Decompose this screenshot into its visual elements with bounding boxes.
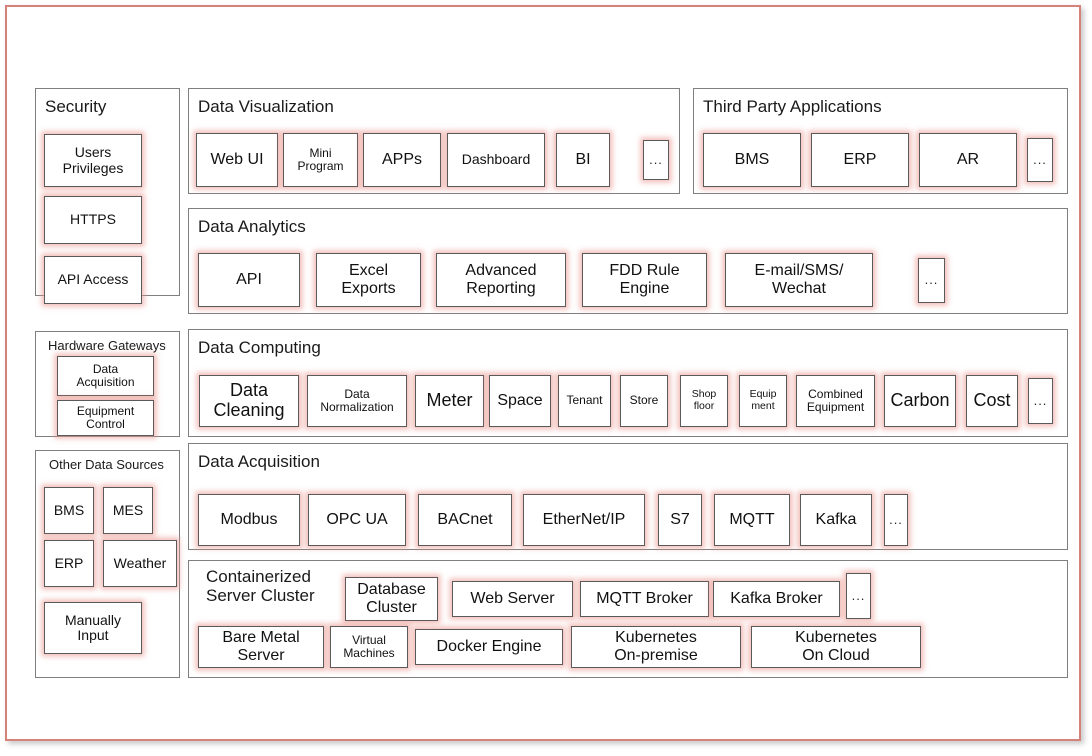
box-third-party-more[interactable]: ...	[1027, 138, 1053, 182]
box-tenant[interactable]: Tenant	[558, 375, 611, 427]
box-mqtt-broker[interactable]: MQTT Broker	[580, 581, 709, 617]
panel-data-analytics-title: Data Analytics	[198, 217, 306, 236]
panel-data-acquisition-title: Data Acquisition	[198, 452, 320, 471]
box-shop-floor[interactable]: Shop floor	[680, 375, 728, 427]
box-data-acquisition-more[interactable]: ...	[884, 494, 908, 546]
box-ethernet-ip[interactable]: EtherNet/IP	[523, 494, 645, 546]
box-mini-program[interactable]: Mini Program	[283, 133, 358, 187]
box-third-party-erp[interactable]: ERP	[811, 133, 909, 187]
box-apps[interactable]: APPs	[363, 133, 441, 187]
box-other-bms[interactable]: BMS	[44, 487, 94, 534]
box-equipment[interactable]: Equip ment	[739, 375, 787, 427]
box-opc-ua[interactable]: OPC UA	[308, 494, 406, 546]
panel-security-title: Security	[45, 97, 107, 116]
box-mqtt[interactable]: MQTT	[714, 494, 790, 546]
panel-other-data-sources-title: Other Data Sources	[49, 457, 164, 472]
box-other-erp[interactable]: ERP	[44, 540, 94, 587]
panel-hardware-gateways-title: Hardware Gateways	[48, 338, 166, 353]
box-data-normalization[interactable]: Data Normalization	[307, 375, 407, 427]
box-docker-engine[interactable]: Docker Engine	[415, 629, 563, 665]
box-third-party-ar[interactable]: AR	[919, 133, 1017, 187]
box-modbus[interactable]: Modbus	[198, 494, 300, 546]
box-https[interactable]: HTTPS	[44, 196, 142, 244]
box-web-server[interactable]: Web Server	[452, 581, 573, 617]
box-database-cluster[interactable]: Database Cluster	[345, 577, 438, 621]
box-analytics-api[interactable]: API	[198, 253, 300, 307]
box-space[interactable]: Space	[489, 375, 551, 427]
box-dashboard[interactable]: Dashboard	[447, 133, 545, 187]
box-bare-metal-server[interactable]: Bare Metal Server	[198, 626, 324, 668]
box-bi[interactable]: BI	[556, 133, 610, 187]
box-bacnet[interactable]: BACnet	[418, 494, 512, 546]
box-data-cleaning[interactable]: Data Cleaning	[199, 375, 299, 427]
box-container-services-more[interactable]: ...	[846, 573, 871, 619]
box-excel-exports[interactable]: Excel Exports	[316, 253, 421, 307]
box-kubernetes-on-premise[interactable]: Kubernetes On-premise	[571, 626, 741, 668]
box-manually-input[interactable]: Manually Input	[44, 602, 142, 654]
box-web-ui[interactable]: Web UI	[196, 133, 278, 187]
box-other-mes[interactable]: MES	[103, 487, 153, 534]
box-other-weather[interactable]: Weather	[103, 540, 177, 587]
box-users-privileges[interactable]: Users Privileges	[44, 134, 142, 187]
box-carbon[interactable]: Carbon	[884, 375, 956, 427]
panel-data-computing-title: Data Computing	[198, 338, 321, 357]
panel-data-visualization-title: Data Visualization	[198, 97, 334, 116]
box-equipment-control[interactable]: Equipment Control	[57, 400, 154, 436]
box-data-visualization-more[interactable]: ...	[643, 140, 669, 180]
box-cost[interactable]: Cost	[966, 375, 1018, 427]
box-s7[interactable]: S7	[658, 494, 702, 546]
box-meter[interactable]: Meter	[415, 375, 484, 427]
box-api-access[interactable]: API Access	[44, 256, 142, 304]
box-data-acquisition-gateway[interactable]: Data Acquisition	[57, 356, 154, 396]
panel-third-party-applications-title: Third Party Applications	[703, 97, 882, 116]
panel-containerized-server-cluster-title: Containerized Server Cluster	[206, 567, 315, 606]
box-data-analytics-more[interactable]: ...	[918, 258, 945, 303]
box-store[interactable]: Store	[620, 375, 668, 427]
box-data-computing-more[interactable]: ...	[1028, 378, 1053, 424]
box-advanced-reporting[interactable]: Advanced Reporting	[436, 253, 566, 307]
box-kubernetes-on-cloud[interactable]: Kubernetes On Cloud	[751, 626, 921, 668]
box-virtual-machines[interactable]: Virtual Machines	[330, 626, 408, 668]
box-kafka-broker[interactable]: Kafka Broker	[713, 581, 840, 617]
box-kafka[interactable]: Kafka	[800, 494, 872, 546]
box-third-party-bms[interactable]: BMS	[703, 133, 801, 187]
box-fdd-rule-engine[interactable]: FDD Rule Engine	[582, 253, 707, 307]
box-combined-equipment[interactable]: Combined Equipment	[796, 375, 875, 427]
box-email-sms-wechat[interactable]: E-mail/SMS/ Wechat	[725, 253, 873, 307]
